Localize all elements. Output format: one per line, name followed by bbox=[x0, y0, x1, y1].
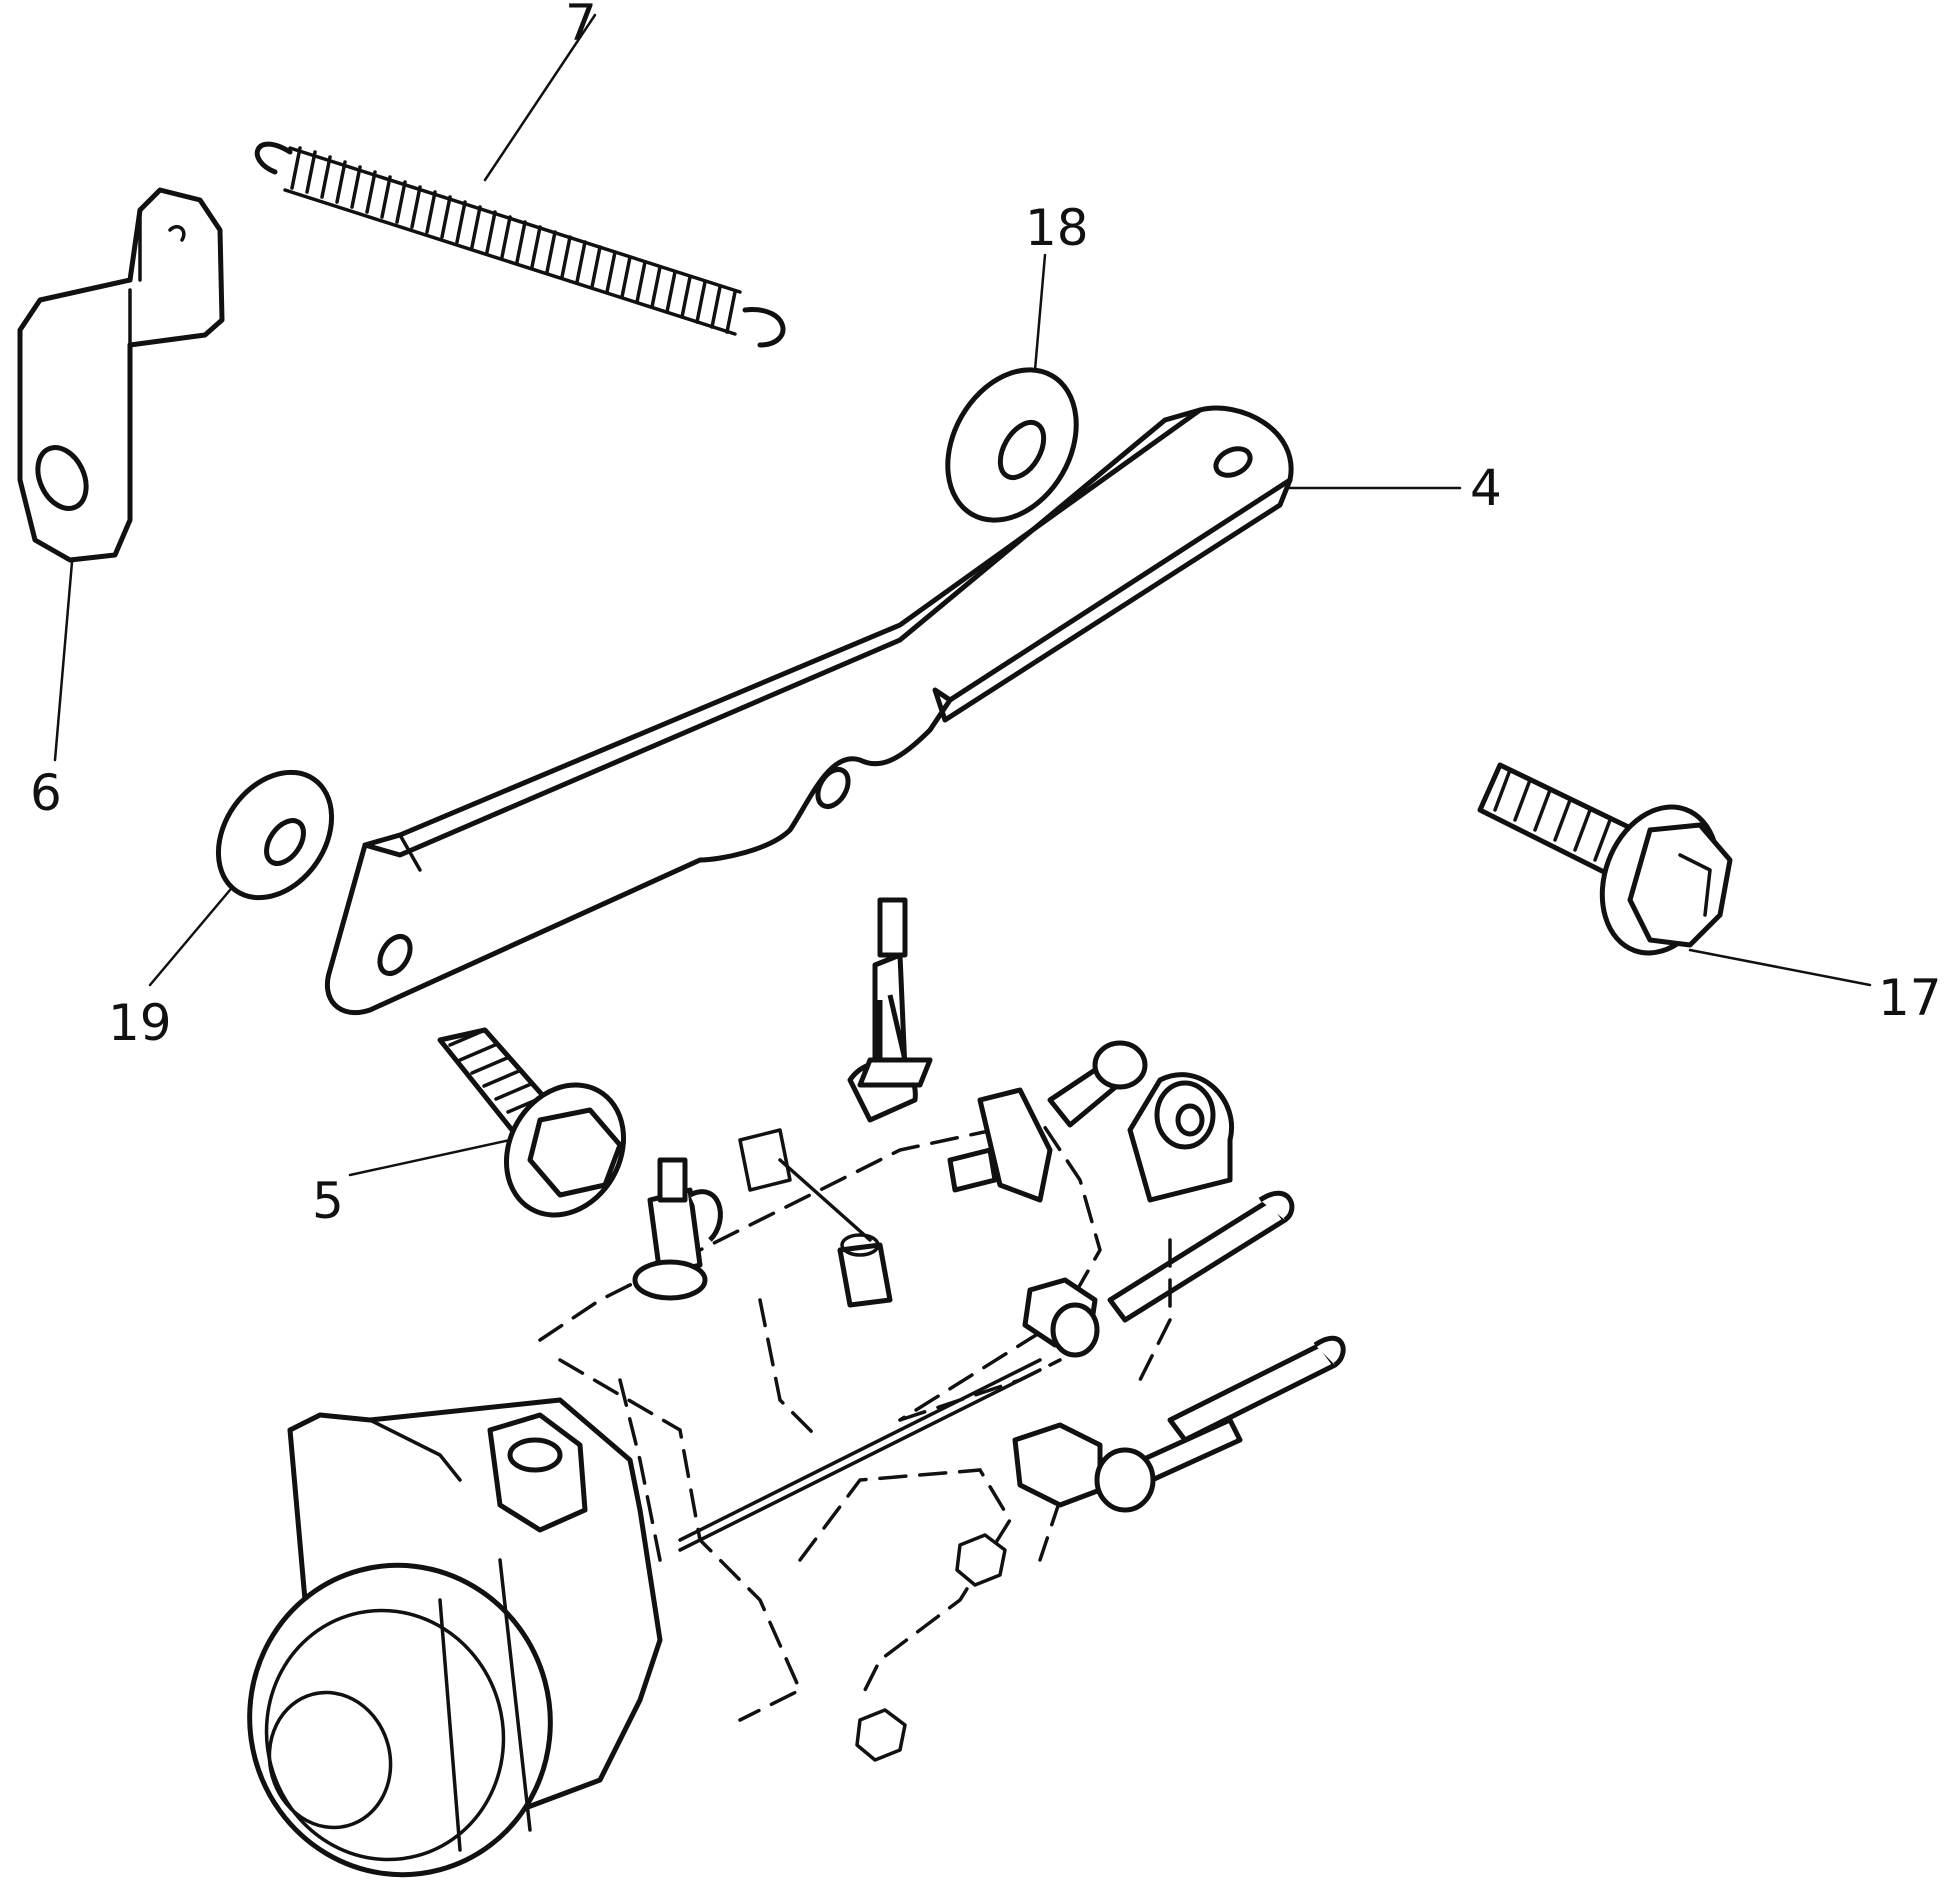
washer-19 bbox=[215, 769, 335, 901]
tension-spring bbox=[254, 141, 786, 348]
callout-19: 19 bbox=[108, 994, 172, 1052]
leader-lines bbox=[53, 13, 1872, 1177]
throttle-lever-plate bbox=[324, 405, 1294, 1016]
callout-5: 5 bbox=[312, 1172, 344, 1230]
spring-bracket bbox=[17, 187, 225, 563]
callout-18: 18 bbox=[1025, 199, 1089, 257]
callout-6: 6 bbox=[30, 764, 62, 822]
fuel-injection-pump bbox=[247, 897, 1346, 1878]
flange-bolt-5 bbox=[437, 1027, 627, 1218]
callout-4: 4 bbox=[1470, 459, 1502, 517]
callout-17: 17 bbox=[1878, 969, 1942, 1027]
washer-18 bbox=[945, 367, 1079, 523]
flange-bolt-17 bbox=[1477, 762, 1733, 956]
callout-7: 7 bbox=[565, 0, 597, 52]
